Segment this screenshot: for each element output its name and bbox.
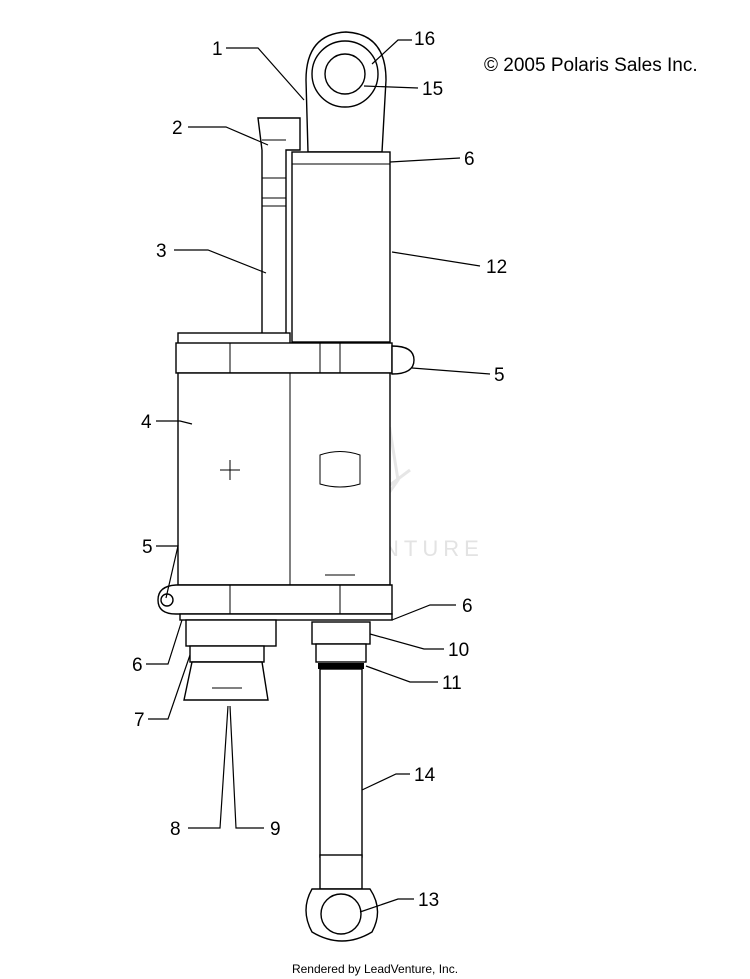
callout-2: 2	[172, 118, 183, 139]
callout-15: 15	[422, 79, 443, 100]
shock-shaft	[319, 668, 363, 858]
footer-credit: Rendered by LeadVenture, Inc.	[292, 962, 458, 976]
copyright-notice: © 2005 Polaris Sales Inc.	[484, 55, 698, 76]
bottom-collar	[157, 584, 393, 621]
reservoir-canister	[175, 332, 415, 586]
callout-5-lower: 5	[142, 537, 153, 558]
callout-11: 11	[442, 673, 462, 694]
callout-12: 12	[486, 257, 507, 278]
shock-body	[291, 151, 391, 343]
callout-3: 3	[156, 241, 167, 262]
callout-6-right: 6	[462, 596, 473, 617]
callout-14: 14	[414, 765, 436, 786]
bottom-eye-mount	[305, 854, 379, 942]
top-eye-mount	[305, 31, 387, 153]
seal-head	[311, 621, 371, 669]
callout-6-lower: 6	[132, 655, 143, 676]
reservoir-hose	[257, 117, 301, 337]
callout-8: 8	[170, 819, 181, 840]
callout-5-upper: 5	[494, 365, 505, 386]
callout-16: 16	[414, 29, 435, 50]
callout-labels: 1 2 3 4 5 6 7 8 9 16 15 6 12 5 6 10 11 1…	[132, 29, 507, 911]
adjuster-knob	[183, 619, 277, 701]
callout-6-upper: 6	[464, 149, 475, 170]
callout-13: 13	[418, 890, 439, 911]
callout-10: 10	[448, 640, 469, 661]
leader-lines	[146, 39, 491, 913]
callout-4: 4	[141, 412, 152, 433]
callout-7: 7	[134, 710, 145, 731]
callout-1: 1	[212, 39, 223, 60]
callout-9: 9	[270, 819, 281, 840]
